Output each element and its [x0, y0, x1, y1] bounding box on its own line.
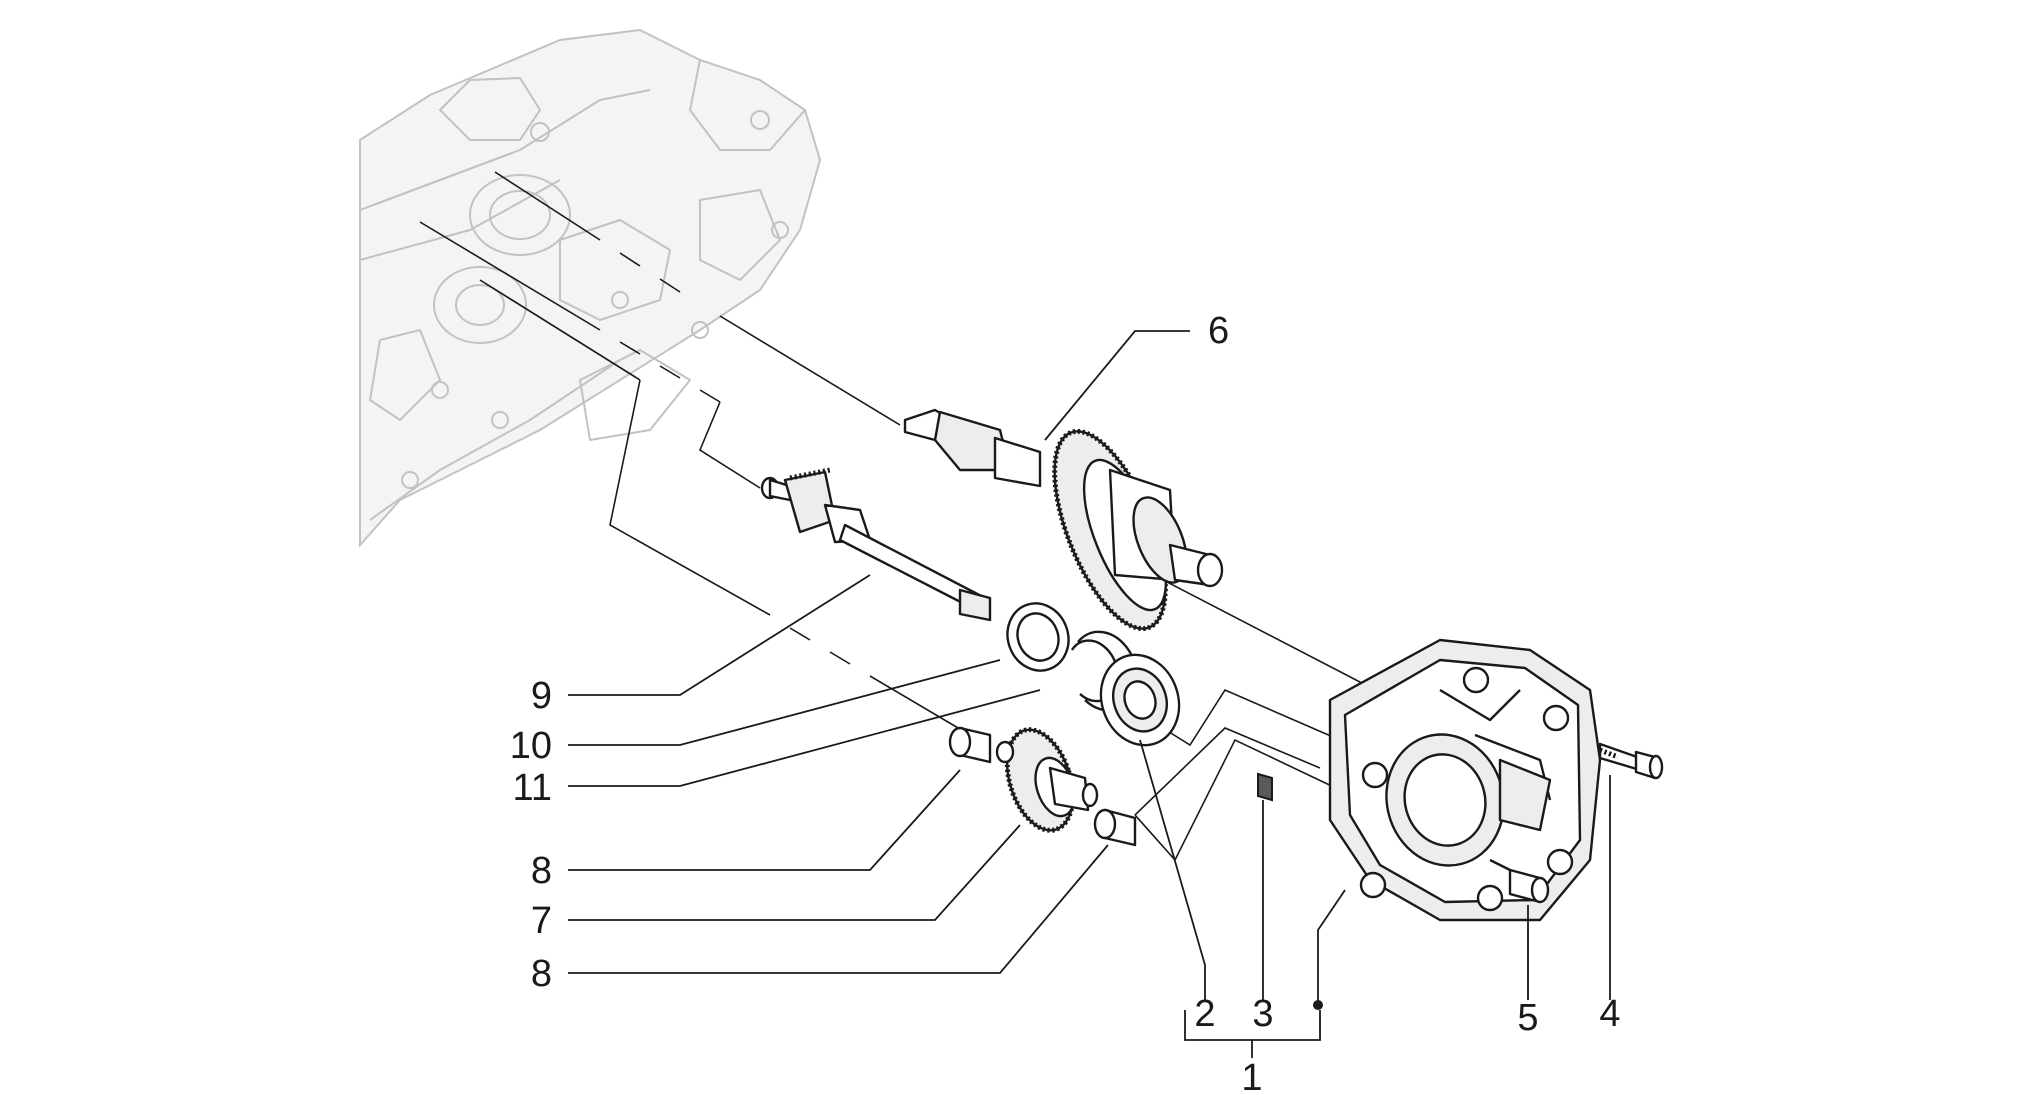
callout-5: 5: [1517, 997, 1538, 1039]
intermediate-gear: [995, 727, 1099, 833]
callout-7: 7: [531, 900, 552, 942]
pinion-shaft: [760, 467, 992, 622]
callout-9: 9: [531, 675, 552, 717]
callout-2: 2: [1194, 993, 1215, 1035]
callout-11: 11: [513, 767, 552, 809]
leader-dot: [1313, 1000, 1323, 1010]
leader-lines: [568, 330, 1611, 1058]
callout-labels: 6 9 10 11 8 7 8 2 3 5 4 1: [510, 310, 1621, 1095]
callout-3: 3: [1252, 993, 1273, 1035]
dowel-pin: [1257, 772, 1273, 802]
transmission-cover: [1328, 638, 1602, 922]
callout-4: 4: [1599, 993, 1620, 1035]
cover-plug: [1508, 868, 1550, 904]
callout-1: 1: [1241, 1057, 1262, 1095]
cover-bolt: [1598, 742, 1664, 780]
crankcase-ghost: [359, 28, 822, 548]
ball-bearing: [1099, 653, 1181, 747]
callout-8-upper: 8: [531, 850, 552, 892]
seal-ring: [1006, 602, 1070, 672]
bushing-lower: [1093, 808, 1137, 847]
driven-shaft-with-gear: [903, 408, 1224, 632]
bushing-upper: [948, 726, 992, 764]
callout-10: 10: [510, 725, 552, 767]
callout-6: 6: [1208, 310, 1229, 352]
callout-8-lower: 8: [531, 953, 552, 995]
